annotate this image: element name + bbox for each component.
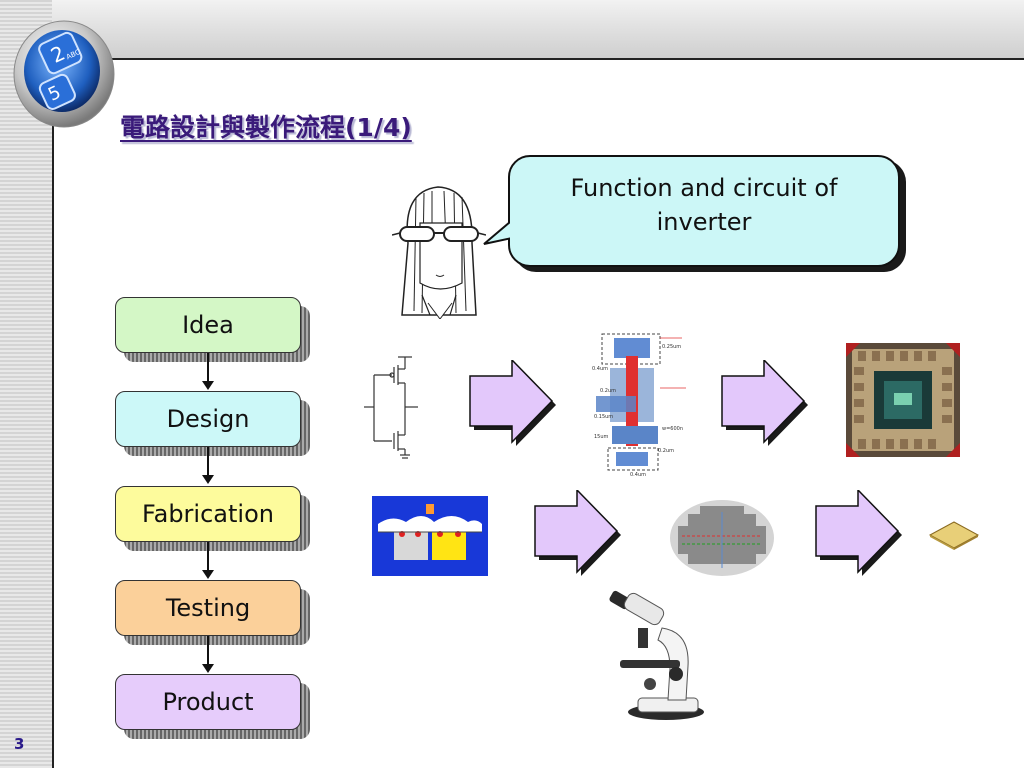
frame-top-line	[52, 58, 1024, 60]
girl-with-glasses-icon	[392, 186, 486, 319]
bubble-text-line1: Function and circuit of	[570, 174, 838, 202]
microscope-icon	[609, 590, 704, 720]
step-fabrication: Fabrication	[115, 486, 301, 542]
bubble-tail-icon	[483, 220, 518, 245]
arrowhead-down-icon	[202, 381, 214, 390]
inverter-schematic-icon	[364, 356, 418, 459]
arrowhead-down-icon	[202, 475, 214, 484]
frame-left-line	[52, 58, 54, 768]
step-product: Product	[115, 674, 301, 730]
chip-package-icon	[928, 521, 980, 550]
right-arrow-icon	[815, 490, 902, 576]
connector-idea-design	[207, 353, 209, 381]
speech-bubble: Function and circuit of inverter	[508, 155, 900, 267]
wafer-icon	[670, 500, 774, 576]
svg-text:0.25um: 0.25um	[662, 344, 681, 350]
cmos-cross-section-icon	[372, 496, 488, 576]
svg-text:w=600n: w=600n	[662, 426, 683, 432]
step-design: Design	[115, 391, 301, 447]
chip-die-photo-icon	[846, 343, 960, 457]
right-arrow-icon	[721, 360, 808, 446]
svg-text:15um: 15um	[594, 434, 609, 440]
step-testing: Testing	[115, 580, 301, 636]
svg-text:0.4um: 0.4um	[630, 472, 646, 478]
svg-text:0.2um: 0.2um	[600, 388, 616, 394]
page-number: 3	[14, 735, 25, 753]
arrowhead-down-icon	[202, 664, 214, 673]
step-idea: Idea	[115, 297, 301, 353]
slide-top-border	[52, 0, 1024, 58]
connector-design-fabrication	[207, 447, 209, 475]
svg-text:0.4um: 0.4um	[592, 366, 608, 372]
connector-testing-product	[207, 636, 209, 664]
svg-text:0.15um: 0.15um	[594, 414, 613, 420]
right-arrow-icon	[534, 490, 621, 576]
bubble-text-line2: inverter	[656, 208, 752, 236]
right-arrow-icon	[469, 360, 556, 446]
slide-title: 電路設計與製作流程(1/4)	[120, 113, 412, 142]
connector-fabrication-testing	[207, 542, 209, 570]
arrowhead-down-icon	[202, 570, 214, 579]
slide-left-border	[0, 0, 52, 768]
keypad-logo-icon: 2 ABC 5	[13, 20, 115, 128]
svg-text:0.2um: 0.2um	[658, 448, 674, 454]
inverter-layout-icon: 0.25um 0.4um 0.2um 0.15um 15um w=600n 0.2um…	[586, 330, 696, 478]
